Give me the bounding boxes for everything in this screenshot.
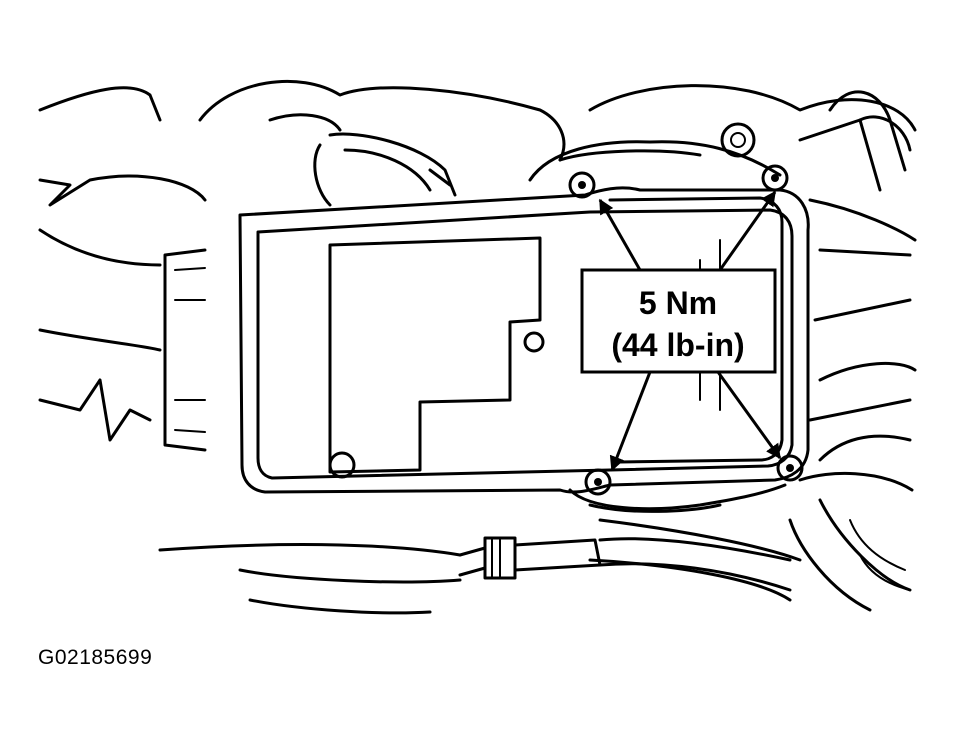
arrow-icon: [598, 190, 782, 472]
bolt-icon: [568, 164, 804, 496]
engine-background: [38, 79, 917, 615]
torque-callout: 5 Nm (44 lb-in): [580, 268, 777, 374]
vacuum-hose: [458, 536, 792, 592]
torque-nm-label: 5 Nm: [639, 285, 717, 321]
module-housing: [163, 122, 810, 513]
torque-lbin-label: (44 lb-in): [611, 327, 744, 363]
figure-id: G02185699: [38, 646, 153, 669]
